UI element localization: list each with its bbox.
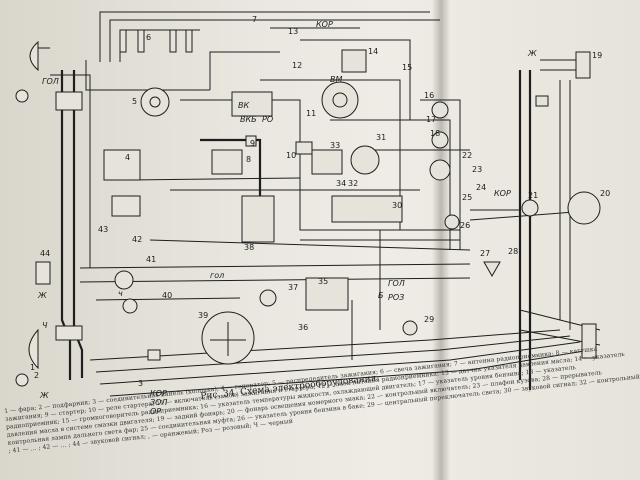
label-kor-right: КОР xyxy=(494,189,511,198)
number-30: 30 xyxy=(392,201,402,210)
generator-relay xyxy=(103,91,273,217)
number-23: 23 xyxy=(472,165,482,174)
number-33: 33 xyxy=(330,141,340,150)
distributor xyxy=(140,87,170,117)
label-ro: РО xyxy=(262,115,273,124)
label-vk: ВК xyxy=(238,101,249,110)
fuse-block xyxy=(241,195,275,243)
number-15: 15 xyxy=(402,63,412,72)
number-20: 20 xyxy=(600,189,610,198)
number-28: 28 xyxy=(508,247,518,256)
harness-right xyxy=(469,59,601,390)
number-36: 36 xyxy=(298,323,308,332)
number-13: 13 xyxy=(288,27,298,36)
number-1: 1 xyxy=(30,363,35,372)
number-18: 18 xyxy=(430,129,440,138)
label-b: Б xyxy=(378,291,384,300)
number-3: 3 xyxy=(138,379,143,388)
number-37: 37 xyxy=(288,283,298,292)
label-vkb: ВКБ xyxy=(240,115,257,124)
number-40: 40 xyxy=(162,291,172,300)
number-44: 44 xyxy=(40,249,50,258)
headlight-left-bottom xyxy=(28,328,39,370)
horn-indicator-40 xyxy=(114,270,277,314)
number-5: 5 xyxy=(132,97,137,106)
speedometer xyxy=(201,311,255,365)
number-31: 31 xyxy=(376,133,386,142)
number-19: 19 xyxy=(592,51,602,60)
number-2: 2 xyxy=(34,371,39,380)
number-14: 14 xyxy=(368,47,378,56)
number-17: 17 xyxy=(426,115,436,124)
label-gol-right: ГОЛ xyxy=(388,279,405,288)
ignition-switch xyxy=(321,81,359,119)
number-42: 42 xyxy=(132,235,142,244)
gauge-cluster xyxy=(311,101,460,230)
number-4: 4 xyxy=(125,153,130,162)
number-8: 8 xyxy=(246,155,251,164)
component-numbers: 1 2 3 4 5 6 7 8 9 10 11 12 13 14 15 16 1… xyxy=(30,15,610,388)
number-34: 34 xyxy=(336,179,346,188)
number-12: 12 xyxy=(292,61,302,70)
label-kor-bottom: КОР xyxy=(150,389,167,398)
label-or-bottom: ОР xyxy=(150,407,161,416)
harness-clamps xyxy=(147,95,549,361)
number-10: 10 xyxy=(286,151,296,160)
number-39: 39 xyxy=(198,311,208,320)
number-35: 35 xyxy=(318,277,328,286)
number-21: 21 xyxy=(528,191,538,200)
number-6: 6 xyxy=(146,33,151,42)
connector-panel-left xyxy=(35,91,83,341)
rear-lights xyxy=(402,51,601,359)
label-vm: ВМ xyxy=(330,75,342,84)
side-light-left xyxy=(15,89,29,387)
label-zol-bottom: ЗОЛ xyxy=(150,398,167,407)
label-gol-mid: гол xyxy=(210,271,224,280)
label-kor-top: КОР xyxy=(316,20,333,29)
wire-color-labels: КОР ГОЛ гол ГОЛ Ж Ж Ч ч КОР ЗОЛ ОР ВК ВК… xyxy=(37,20,537,416)
light-switch xyxy=(305,277,349,311)
harness-center xyxy=(129,79,471,360)
number-16: 16 xyxy=(424,91,434,100)
label-ch-mid: ч xyxy=(118,289,123,298)
number-24: 24 xyxy=(476,183,486,192)
number-27: 27 xyxy=(480,249,490,258)
label-zh-left: Ж xyxy=(37,291,47,300)
label-gol-left: ГОЛ xyxy=(42,77,59,86)
number-25: 25 xyxy=(462,193,472,202)
number-43: 43 xyxy=(98,225,108,234)
headlight-left-top xyxy=(29,40,50,72)
number-29: 29 xyxy=(424,315,434,324)
number-38: 38 xyxy=(244,243,254,252)
number-9: 9 xyxy=(250,139,255,148)
label-ch-left: Ч xyxy=(42,321,48,330)
number-41: 41 xyxy=(146,255,156,264)
number-22: 22 xyxy=(462,151,472,160)
label-roz: РОЗ xyxy=(388,293,404,302)
number-11: 11 xyxy=(306,109,316,118)
number-26: 26 xyxy=(460,221,470,230)
number-32: 32 xyxy=(348,179,358,188)
label-zh-right: Ж xyxy=(527,49,537,58)
radio-block xyxy=(295,49,367,155)
number-7: 7 xyxy=(252,15,257,24)
label-zh-low: Ж xyxy=(39,391,49,400)
spark-plugs xyxy=(119,29,193,53)
harness-left xyxy=(50,60,591,397)
